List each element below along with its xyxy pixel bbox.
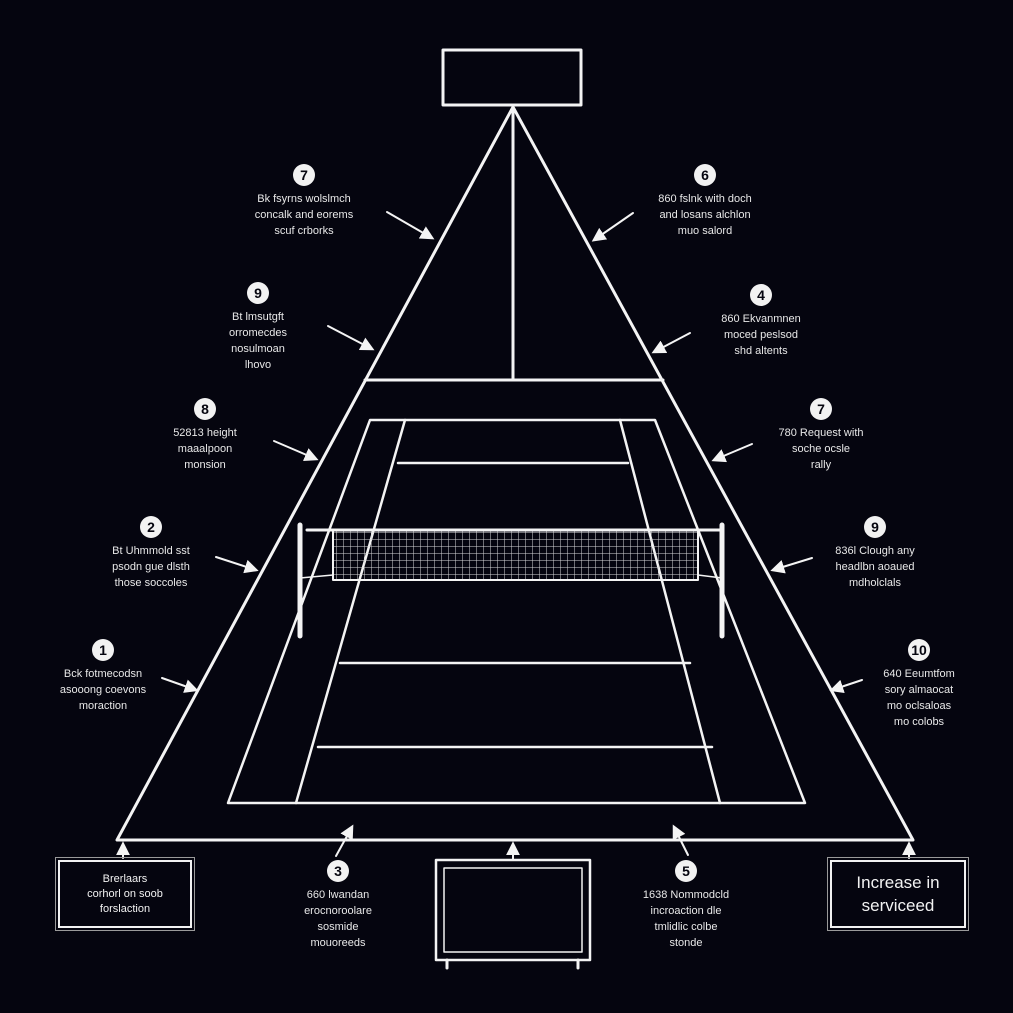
monitor-screen <box>443 867 583 953</box>
arrow-lower-right <box>770 557 813 574</box>
bottom-right-box: Increase in serviceed <box>827 857 969 931</box>
label-text: Bk fsyrns wolslmch concalk and eorems sc… <box>254 193 354 237</box>
label-text: 780 Request with soche ocsle rally <box>778 427 864 471</box>
arrow-top-right <box>591 212 634 242</box>
net-mesh <box>332 529 699 581</box>
arrow-lower-left <box>215 556 259 574</box>
label-number: 2 <box>140 516 162 538</box>
label-text: 860 Ekvanmnen moced peslsod shd altents <box>721 313 801 357</box>
arrow-mid-right <box>711 443 753 463</box>
label-text: Bt Uhmmold sst psodn gue dlsth those soc… <box>112 545 190 589</box>
arrow-top-left <box>386 211 435 240</box>
monitor-frame <box>434 858 592 962</box>
label-number: 4 <box>750 284 772 306</box>
label-bottom-left: 1 Bck fotmecodsn asooong coevons moracti… <box>18 639 188 714</box>
label-upper-left: 9 Bt lmsutgft orromecdes nosulmoan lhovo <box>173 282 343 373</box>
label-text: Bt lmsutgft orromecdes nosulmoan lhovo <box>228 311 288 371</box>
arrow-upper-right <box>651 332 691 354</box>
arrow-mid-left <box>273 440 319 462</box>
label-top-left: 7 Bk fsyrns wolslmch concalk and eorems … <box>219 164 389 239</box>
pyramid-outline <box>115 105 915 842</box>
label-mid-left: 8 52813 height maaalpoon monsion <box>120 398 290 473</box>
net <box>297 522 725 639</box>
label-number: 9 <box>864 516 886 538</box>
label-base-center-right: 5 1638 Nommodcld incroaction dle tmlidli… <box>601 860 771 951</box>
label-number: 5 <box>675 860 697 882</box>
label-number: 7 <box>293 164 315 186</box>
label-number: 1 <box>92 639 114 661</box>
bottom-left-box: Brerlaars corhorl on soob forslaction <box>55 857 195 931</box>
label-bottom-right: 10 640 Eeumtfom sory almaocat mo oclsalo… <box>834 639 1004 730</box>
court-outer <box>226 418 807 805</box>
label-text: 1638 Nommodcld incroaction dle tmlidlic … <box>642 889 730 949</box>
label-base-center-left: 3 660 lwandan erocnoroolare sosmide mouo… <box>253 860 423 951</box>
arrow-upper-left <box>327 325 375 351</box>
label-text: 660 lwandan erocnoroolare sosmide mouore… <box>304 889 372 949</box>
net-cord-left <box>299 574 334 579</box>
label-number: 7 <box>810 398 832 420</box>
label-lower-right: 9 836l Clough any headlbn aoaued mdholcl… <box>790 516 960 591</box>
label-text: Bck fotmecodsn asooong coevons moraction <box>59 668 147 712</box>
arrow-base-center-left <box>335 824 354 857</box>
label-text: 52813 height maaalpoon monsion <box>173 427 237 471</box>
label-number: 3 <box>327 860 349 882</box>
label-number: 10 <box>908 639 930 661</box>
label-number: 6 <box>694 164 716 186</box>
net-cord-right <box>697 574 723 579</box>
label-mid-right: 7 780 Request with soche ocsle rally <box>736 398 906 473</box>
label-upper-right: 4 860 Ekvanmnen moced peslsod shd altent… <box>676 284 846 359</box>
label-lower-left: 2 Bt Uhmmold sst psodn gue dlsth those s… <box>66 516 236 591</box>
arrow-bottom-left <box>161 677 199 693</box>
label-text: 836l Clough any headlbn aoaued mdholclal… <box>835 545 915 589</box>
label-top-right: 6 860 fslnk with doch and losans alchlon… <box>620 164 790 239</box>
label-number: 9 <box>247 282 269 304</box>
monitor <box>434 858 592 970</box>
arrow-base-center-right <box>672 824 689 856</box>
label-number: 8 <box>194 398 216 420</box>
label-text: 640 Eeumtfom sory almaocat mo oclsaloas … <box>883 668 955 728</box>
court-left-sideline <box>294 418 407 805</box>
label-text: 860 fslnk with doch and losans alchlon m… <box>658 193 752 237</box>
pointer-arrows <box>116 211 916 861</box>
arrow-bottom-right <box>829 679 863 694</box>
court <box>226 418 807 805</box>
top-box <box>441 48 583 107</box>
court-right-sideline <box>618 418 722 805</box>
